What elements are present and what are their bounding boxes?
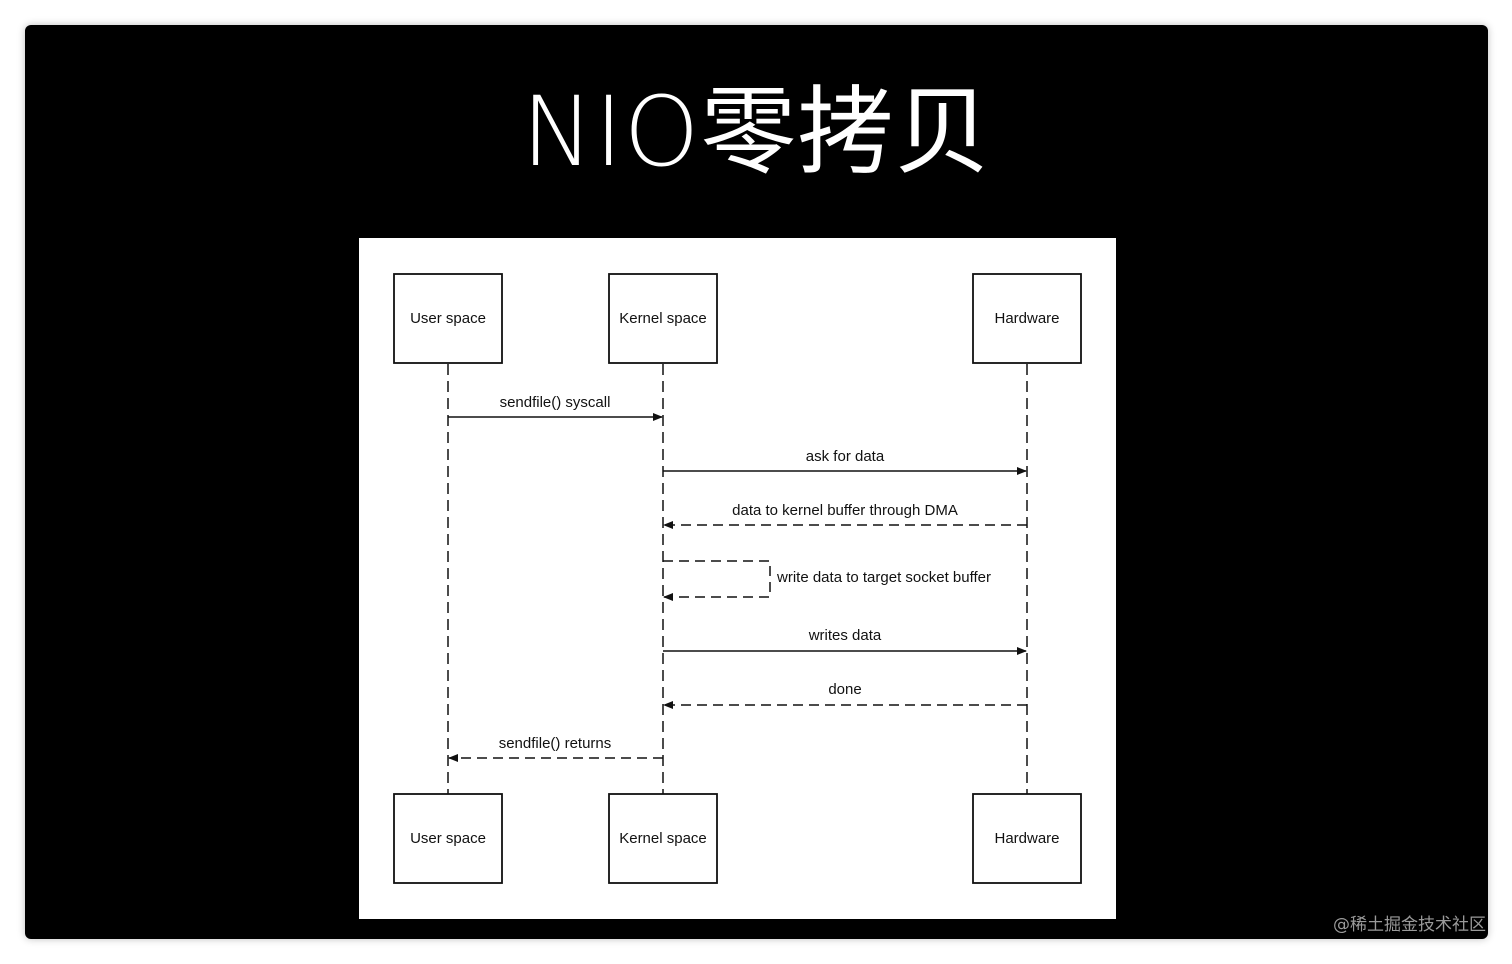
message-label-ask-for-data: ask for data: [806, 448, 885, 465]
participant-box-user-bottom: [393, 793, 503, 884]
message-arrow-write-socket: [663, 560, 771, 601]
presentation-slide: NIO零拷贝 User space Kernel space Hardware …: [25, 25, 1488, 939]
message-label-write-socket: write data to target socket buffer: [776, 569, 991, 586]
message-label-writes-data: writes data: [808, 627, 882, 644]
participant-box-hardware-top: [972, 273, 1082, 364]
participant-label-user-top: User space: [410, 310, 486, 327]
watermark-text: @稀土掘金技术社区: [1333, 915, 1486, 935]
participant-label-kernel-bottom: Kernel space: [619, 830, 707, 847]
participant-label-kernel-top: Kernel space: [619, 310, 707, 327]
message-label-sendfile-syscall: sendfile() syscall: [500, 394, 611, 411]
message-label-dma-to-kernel: data to kernel buffer through DMA: [732, 502, 958, 519]
participant-box-user-top: [393, 273, 503, 364]
participant-box-hardware-bottom: [972, 793, 1082, 884]
sequence-diagram-canvas: User space Kernel space Hardware sendfil…: [393, 273, 1082, 884]
message-label-done: done: [828, 681, 861, 698]
slide-title: NIO零拷贝: [521, 76, 992, 188]
participant-box-kernel-bottom: [608, 793, 718, 884]
participant-label-user-bottom: User space: [410, 830, 486, 847]
message-label-sendfile-returns: sendfile() returns: [499, 735, 612, 752]
participant-label-hardware-bottom: Hardware: [994, 830, 1059, 847]
sequence-diagram: User space Kernel space Hardware sendfil…: [359, 238, 1116, 919]
participant-box-kernel-top: [608, 273, 718, 364]
participant-label-hardware-top: Hardware: [994, 310, 1059, 327]
